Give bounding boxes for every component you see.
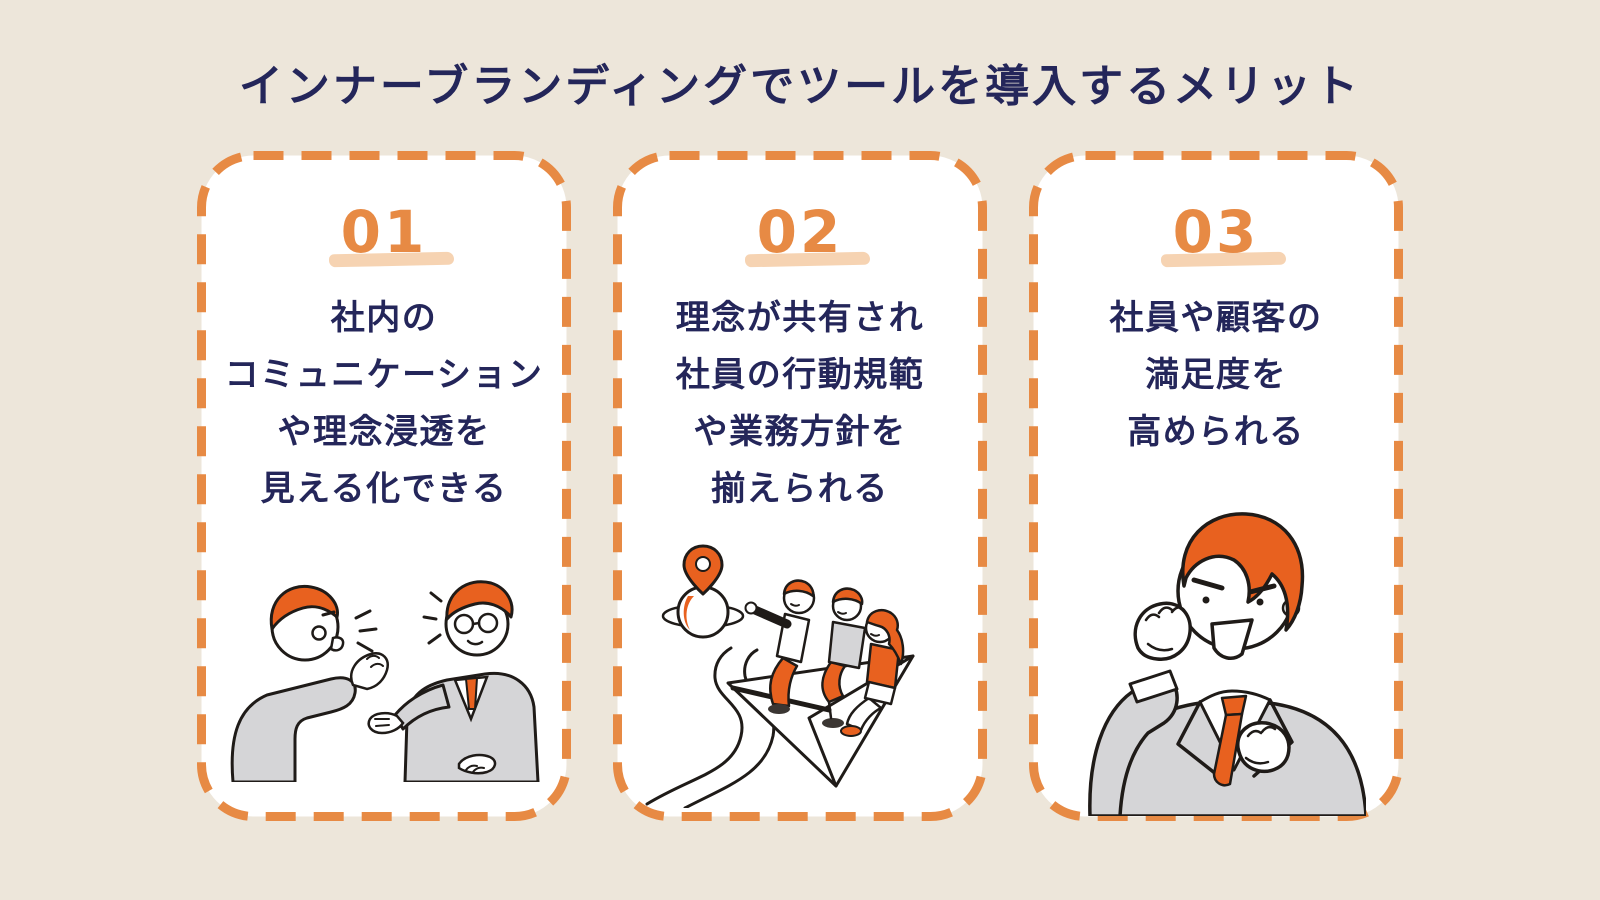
card-text: 理念が共有され 社員の行動規範 や業務方針を 揃えられる xyxy=(612,290,988,518)
benefit-card-2: 02 理念が共有され 社員の行動規範 や業務方針を 揃えられる xyxy=(612,150,988,822)
card-text-line: 満足度を xyxy=(1145,356,1287,394)
emphasis-lines-icon xyxy=(422,591,443,645)
hair-right-person xyxy=(445,580,514,621)
card-text: 社内の コミュニケーション や理念浸透を 見える化できる xyxy=(196,290,572,518)
goal-globe xyxy=(661,544,745,639)
card-number-wrap: 01 xyxy=(328,198,454,268)
conversation-illustration xyxy=(230,580,540,782)
rider-pointing-man xyxy=(744,579,816,714)
card-text-line: 揃えられる xyxy=(711,470,889,508)
card-text-line: 高められる xyxy=(1127,413,1305,451)
benefit-card-3: 03 社員や顧客の 満足度を 高められる xyxy=(1028,150,1404,822)
tie-icon xyxy=(1212,694,1248,787)
card-number: 01 xyxy=(340,198,428,266)
raised-fist xyxy=(1133,601,1192,661)
card-number-wrap: 02 xyxy=(744,198,870,268)
card-text-line: 見える化できる xyxy=(260,470,508,508)
motivated-businessman xyxy=(1088,512,1366,816)
dashed-card-border xyxy=(1029,151,1403,821)
talking-person-left xyxy=(230,584,389,782)
card-text-line: や理念浸透を xyxy=(277,413,491,451)
card-text-line: コミュニケーション xyxy=(224,356,544,394)
benefit-cards: 01 社内の コミュニケーション や理念浸透を 見える化できる xyxy=(0,150,1600,822)
card-text-line: 理念が共有され xyxy=(675,299,925,337)
card-number-wrap: 03 xyxy=(1160,198,1286,268)
card-text-line: や業務方針を xyxy=(693,413,907,451)
paper-airplane-illustration xyxy=(645,544,915,808)
card-text-line: 社員の行動規範 xyxy=(675,356,925,394)
card-text-line: 社員や顧客の xyxy=(1109,299,1323,337)
card-text-line: 社内の xyxy=(330,299,438,337)
page-title: インナーブランディングでツールを導入するメリット xyxy=(238,62,1362,111)
chest-fist xyxy=(1236,721,1291,774)
speech-lines-icon xyxy=(354,609,378,653)
fist-pump-illustration xyxy=(1088,512,1366,816)
rider-woman-ponytail xyxy=(840,609,905,737)
hair xyxy=(1181,512,1305,632)
benefit-card-1: 01 社内の コミュニケーション や理念浸透を 見える化できる xyxy=(196,150,572,822)
talking-person-right xyxy=(367,580,540,782)
tie-icon xyxy=(464,676,479,710)
card-text: 社員や顧客の 満足度を 高められる xyxy=(1028,290,1404,461)
card-number: 02 xyxy=(756,198,844,266)
location-pin-icon xyxy=(682,544,724,596)
rider-middle-man xyxy=(821,587,867,728)
hair-left-person xyxy=(269,584,339,631)
winding-road xyxy=(645,646,776,808)
card-number: 03 xyxy=(1172,198,1260,266)
glasses-icon xyxy=(453,612,499,635)
